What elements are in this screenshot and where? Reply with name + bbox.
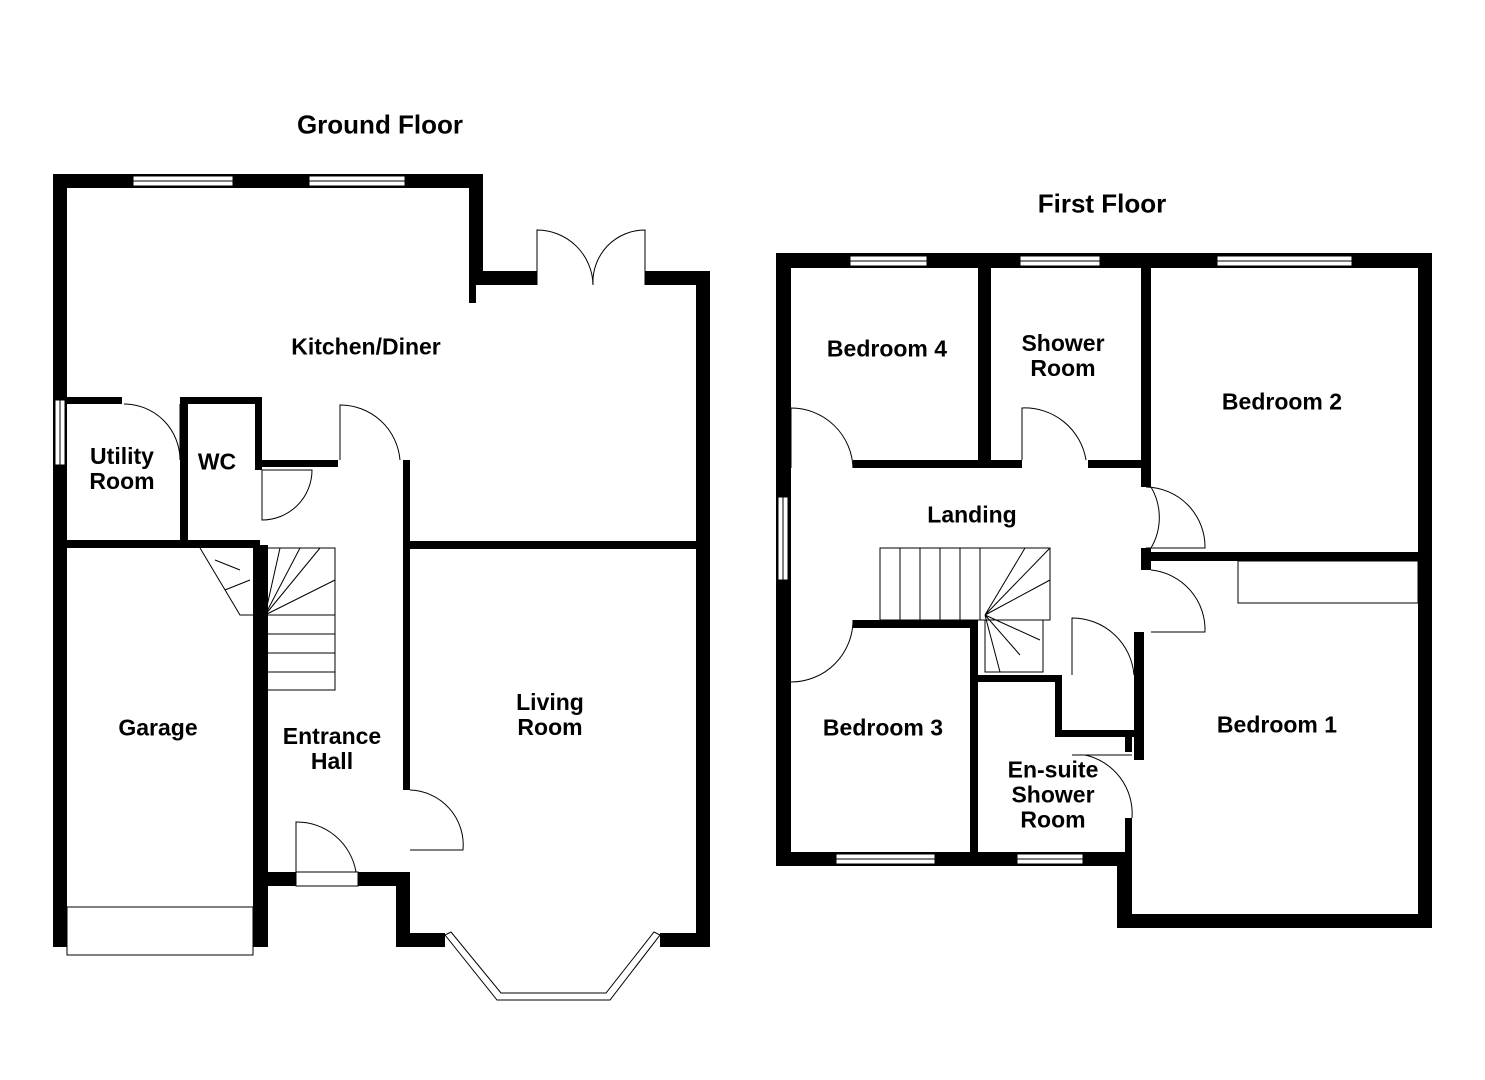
ground-floor-doors [123, 229, 646, 873]
room-garage: Garage [118, 714, 198, 741]
room-landing: Landing [927, 501, 1017, 528]
ground-floor-walls [53, 174, 710, 947]
room-bedroom-1: Bedroom 1 [1216, 711, 1338, 738]
room-kitchen-diner: Kitchen/Diner [291, 333, 441, 360]
room-bedroom-3: Bedroom 3 [822, 714, 944, 741]
first-floor-windows [777, 255, 1419, 865]
ground-floor-windows [54, 175, 661, 1001]
room-bedroom-2: Bedroom 2 [1221, 388, 1343, 415]
room-shower: Shower Room [1021, 330, 1105, 381]
room-bedroom-4: Bedroom 4 [826, 335, 948, 362]
room-ensuite: En-suite Shower Room [1007, 756, 1099, 833]
room-living: Living Room [516, 689, 584, 740]
ground-floor-stairs [199, 547, 336, 691]
room-entrance-hall: Entrance Hall [282, 723, 382, 774]
first-floor-title: First Floor [1037, 188, 1167, 219]
room-utility: Utility Room [89, 443, 155, 494]
room-wc: WC [197, 448, 237, 475]
ground-floor-title: Ground Floor [296, 109, 464, 140]
first-floor-doors [790, 407, 1206, 819]
first-floor-stairs [879, 547, 1051, 673]
